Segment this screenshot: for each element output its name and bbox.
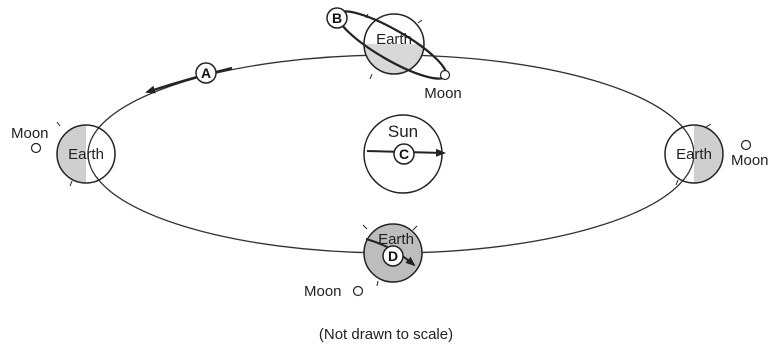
- earth-left-label: Earth: [68, 146, 104, 163]
- marker-a: A: [195, 62, 217, 84]
- earth-top: Earth: [363, 13, 425, 80]
- moon-left: [30, 142, 42, 154]
- earth-right: Earth: [664, 123, 724, 186]
- scale-caption: (Not drawn to scale): [319, 326, 453, 343]
- moon-right-label: Moon: [731, 152, 769, 169]
- moon-top-label: Moon: [424, 85, 462, 102]
- moon-left-label: Moon: [11, 125, 49, 142]
- marker-b: B: [326, 7, 348, 29]
- moon-right: [740, 139, 752, 151]
- earth-left: Earth: [56, 121, 116, 187]
- moon-bottom-label: Moon: [304, 283, 342, 300]
- earth-top-label: Earth: [376, 31, 412, 48]
- svg-text:B: B: [332, 10, 342, 26]
- svg-text:D: D: [388, 248, 398, 264]
- svg-text:C: C: [399, 146, 409, 162]
- moon-bottom: [352, 285, 364, 297]
- svg-text:A: A: [201, 65, 211, 81]
- marker-d: D: [382, 245, 404, 267]
- sun-label: Sun: [388, 122, 418, 141]
- marker-c: C: [393, 143, 415, 165]
- orbit-direction-arrow: [145, 66, 233, 94]
- earth-right-label: Earth: [676, 146, 712, 163]
- earth-bottom-label: Earth: [378, 231, 414, 248]
- moon-top: [439, 69, 451, 81]
